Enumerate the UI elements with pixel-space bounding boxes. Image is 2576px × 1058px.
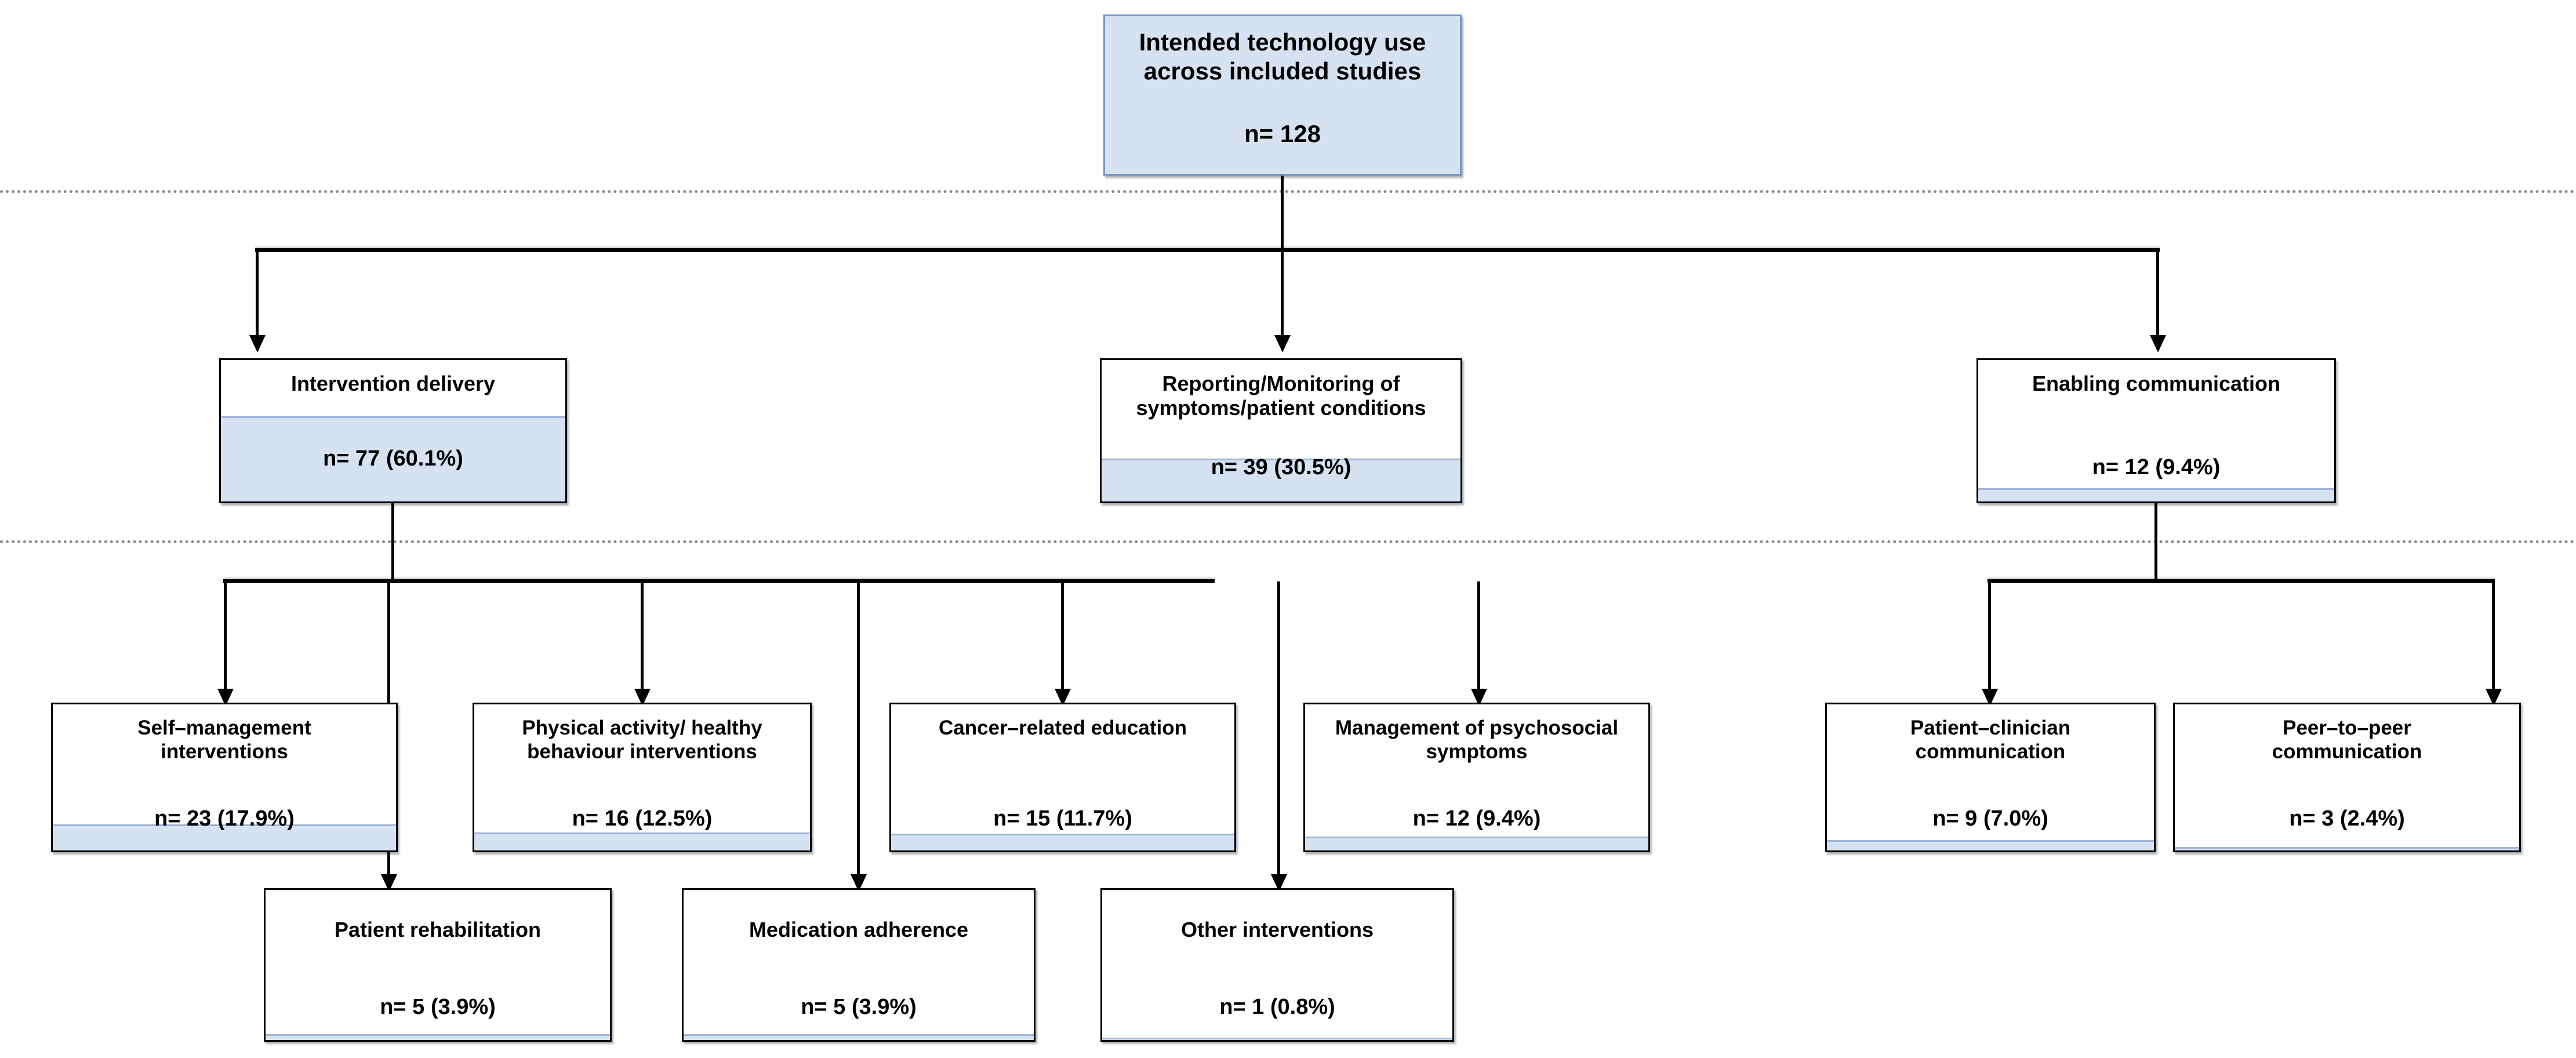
separator-line-level2 <box>0 540 2576 543</box>
connector-stem-intervention-delivery <box>391 503 394 581</box>
node-patient-clinician-communication-fill <box>1827 840 2154 850</box>
connector-drop-self-management <box>224 581 227 692</box>
node-enabling-communication-text: Enabling communication n= 12 (9.4%) <box>1978 360 2334 501</box>
node-cancer-education-count: n= 15 (11.7%) <box>993 806 1132 831</box>
connector-drop-reporting-monitoring <box>1281 250 1284 337</box>
arrowhead-intervention-delivery <box>249 335 266 352</box>
node-physical-activity-fill <box>474 832 810 850</box>
node-reporting-monitoring-count: n= 39 (30.5%) <box>1211 455 1351 479</box>
node-self-management-label: Self–management interventions <box>137 717 311 763</box>
connector-drop-enabling-communication <box>2156 250 2159 337</box>
node-root[interactable]: Intended technology use across included … <box>1103 14 1462 176</box>
node-medication-adherence-count: n= 5 (3.9%) <box>801 995 917 1019</box>
node-intervention-delivery-label: Intervention delivery <box>290 372 496 395</box>
connector-bus-level2 <box>255 248 2160 252</box>
node-psychosocial-symptoms-fill <box>1305 837 1648 850</box>
node-intervention-delivery-count: n= 77 (60.1%) <box>323 446 463 471</box>
connector-drop-peer-to-peer <box>2492 581 2495 692</box>
connector-drop-patient-clinician <box>1988 581 1991 692</box>
node-reporting-monitoring[interactable]: Reporting/Monitoring of symptoms/patient… <box>1100 358 1462 503</box>
node-medication-adherence-fill <box>684 1034 1034 1040</box>
node-patient-rehabilitation-count: n= 5 (3.9%) <box>380 995 496 1019</box>
node-enabling-communication-count: n= 12 (9.4%) <box>2092 455 2221 479</box>
node-patient-clinician-communication[interactable]: Patient–clinician communication n= 9 (7.… <box>1825 703 2156 852</box>
node-medication-adherence[interactable]: Medication adherence n= 5 (3.9%) <box>682 888 1036 1042</box>
node-reporting-monitoring-fill <box>1102 458 1460 501</box>
node-intervention-delivery-fill <box>221 416 565 501</box>
connector-drop-intervention-delivery <box>256 250 259 337</box>
node-psychosocial-symptoms-label: Management of psychosocial symptoms <box>1335 717 1619 763</box>
node-other-interventions[interactable]: Other interventions n= 1 (0.8%) <box>1100 888 1454 1042</box>
node-peer-to-peer-communication-text: Peer–to–peer communication n= 3 (2.4%) <box>2175 704 2519 850</box>
connector-stem-enabling-communication <box>2154 503 2157 581</box>
node-peer-to-peer-communication-fill <box>2175 846 2519 850</box>
node-cancer-education-fill <box>891 833 1234 850</box>
node-physical-activity[interactable]: Physical activity/ healthy behaviour int… <box>473 703 812 852</box>
node-enabling-communication-label: Enabling communication <box>2032 372 2281 395</box>
node-root-fill <box>1105 16 1460 174</box>
node-enabling-communication[interactable]: Enabling communication n= 12 (9.4%) <box>1976 358 2336 503</box>
node-enabling-communication-fill <box>1978 488 2334 501</box>
node-peer-to-peer-communication[interactable]: Peer–to–peer communication n= 3 (2.4%) <box>2173 703 2521 852</box>
node-self-management-fill <box>53 824 396 850</box>
node-intervention-delivery[interactable]: Intervention delivery n= 77 (60.1%) <box>219 358 567 503</box>
node-physical-activity-text: Physical activity/ healthy behaviour int… <box>474 704 810 850</box>
separator-line-level1 <box>0 190 2576 193</box>
node-physical-activity-label: Physical activity/ healthy behaviour int… <box>522 717 762 763</box>
node-reporting-monitoring-label: Reporting/Monitoring of symptoms/patient… <box>1136 372 1426 420</box>
connector-bus-intervention-children <box>223 579 1215 583</box>
connector-drop-medication-adherence <box>857 581 860 877</box>
connector-drop-other-interventions <box>1277 581 1280 877</box>
node-patient-rehabilitation-fill <box>266 1034 610 1040</box>
connector-drop-psychosocial <box>1477 581 1480 692</box>
node-patient-clinician-communication-text: Patient–clinician communication n= 9 (7.… <box>1827 704 2154 850</box>
connector-drop-physical-activity <box>641 581 644 692</box>
node-peer-to-peer-communication-label: Peer–to–peer communication <box>2272 717 2422 763</box>
node-self-management-count: n= 23 (17.9%) <box>154 806 295 831</box>
node-self-management[interactable]: Self–management interventions n= 23 (17.… <box>51 703 398 852</box>
node-other-interventions-count: n= 1 (0.8%) <box>1219 995 1335 1019</box>
connector-bus-enabling-children <box>1988 579 2495 583</box>
arrowhead-enabling-communication <box>2150 335 2166 352</box>
node-intervention-delivery-text: Intervention delivery n= 77 (60.1%) <box>221 360 565 501</box>
node-psychosocial-symptoms-count: n= 12 (9.4%) <box>1412 806 1541 831</box>
node-cancer-education-label: Cancer–related education <box>939 717 1187 739</box>
node-other-interventions-text: Other interventions n= 1 (0.8%) <box>1102 890 1452 1040</box>
node-root-count: n= 128 <box>1244 120 1321 147</box>
node-self-management-text: Self–management interventions n= 23 (17.… <box>53 704 396 850</box>
connector-drop-cancer-education <box>1061 581 1064 692</box>
node-psychosocial-symptoms[interactable]: Management of psychosocial symptoms n= 1… <box>1303 703 1650 852</box>
node-medication-adherence-label: Medication adherence <box>749 918 969 941</box>
arrowhead-reporting-monitoring <box>1274 335 1291 352</box>
node-medication-adherence-text: Medication adherence n= 5 (3.9%) <box>684 890 1034 1040</box>
node-psychosocial-symptoms-text: Management of psychosocial symptoms n= 1… <box>1305 704 1648 850</box>
node-root-label: Intended technology use across included … <box>1139 28 1426 85</box>
node-cancer-education[interactable]: Cancer–related education n= 15 (11.7%) <box>889 703 1236 852</box>
node-patient-clinician-communication-label: Patient–clinician communication <box>1910 717 2071 763</box>
node-reporting-monitoring-text: Reporting/Monitoring of symptoms/patient… <box>1102 360 1460 501</box>
node-other-interventions-fill <box>1102 1037 1452 1040</box>
node-other-interventions-label: Other interventions <box>1180 918 1374 941</box>
node-root-text: Intended technology use across included … <box>1105 16 1460 174</box>
connector-root-stem <box>1281 176 1284 251</box>
node-patient-rehabilitation-label: Patient rehabilitation <box>334 918 542 941</box>
node-peer-to-peer-communication-count: n= 3 (2.4%) <box>2289 806 2405 831</box>
node-cancer-education-text: Cancer–related education n= 15 (11.7%) <box>891 704 1234 850</box>
node-physical-activity-count: n= 16 (12.5%) <box>572 806 713 831</box>
node-patient-rehabilitation[interactable]: Patient rehabilitation n= 5 (3.9%) <box>264 888 612 1042</box>
node-patient-rehabilitation-text: Patient rehabilitation n= 5 (3.9%) <box>266 890 610 1040</box>
node-patient-clinician-communication-count: n= 9 (7.0%) <box>1932 806 2048 831</box>
